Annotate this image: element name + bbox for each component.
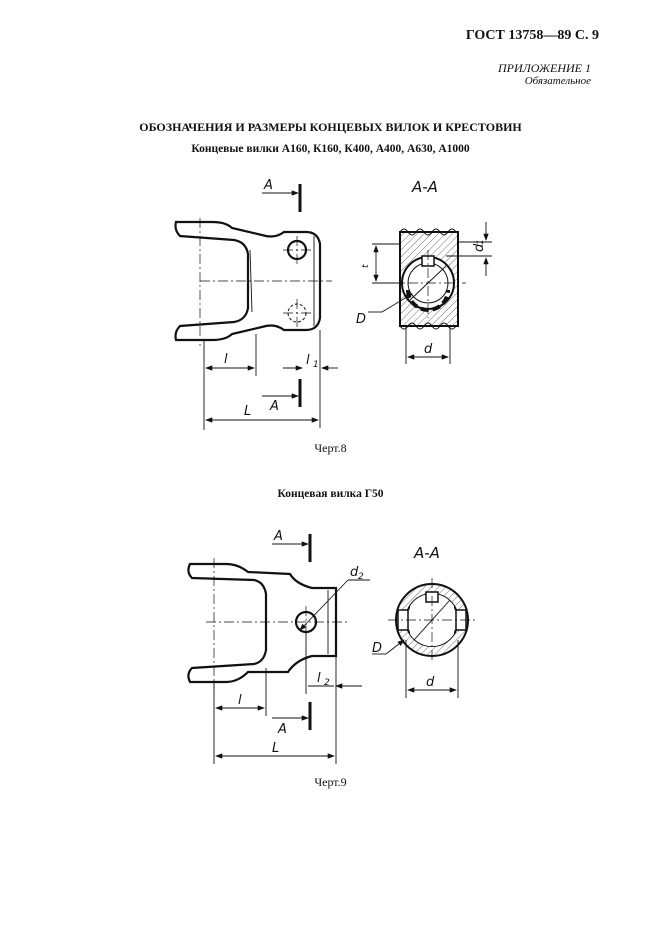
figure8-section-title: А-А <box>411 178 438 196</box>
figure9-drawing: d 2 А А l l 2 L А-А <box>187 529 476 764</box>
appendix-label: ПРИЛОЖЕНИЕ 1 <box>498 61 591 75</box>
figure8-dim-D: D <box>356 312 366 327</box>
figure8-dim-L: L <box>244 404 251 419</box>
figure9-section-title: А-А <box>413 544 440 562</box>
figure9-cut-label-top: А <box>273 529 283 544</box>
figure8-caption: Черт.8 <box>314 441 347 455</box>
figure8-cut-label-top: А <box>263 178 273 193</box>
figure9-fork-outline <box>187 562 338 684</box>
figure9-dim-L: L <box>272 741 279 756</box>
figure9-cut-label-bottom: А <box>277 722 287 737</box>
figure8-section-view <box>390 228 466 330</box>
figure9-dim-l2: l <box>317 671 321 686</box>
figure9-dim-d: d <box>426 675 435 690</box>
figure9-section-view <box>388 578 476 662</box>
standard-code: ГОСТ 13758—89 С. 9 <box>465 28 599 43</box>
figure9-dim-d2: d <box>350 565 359 580</box>
figure8-cut-label-bottom: А <box>269 399 279 414</box>
appendix-status: Обязательное <box>524 75 591 87</box>
figure8-drawing: А А l l 1 L А-А <box>174 178 492 430</box>
figure9-subtitle: Концевая вилка Г50 <box>277 488 384 500</box>
page-title: ОБОЗНАЧЕНИЯ И РАЗМЕРЫ КОНЦЕВЫХ ВИЛОК И К… <box>139 120 522 134</box>
appendix-block: ПРИЛОЖЕНИЕ 1 Обязательное <box>498 62 591 88</box>
figure8-dim-t: t <box>361 264 371 268</box>
figure9-dim-l2-sub: 2 <box>324 678 330 688</box>
figure8-dim-d: d <box>424 342 433 357</box>
figure8-fork-outline <box>174 220 322 342</box>
figure8-dim-l: l <box>224 352 228 367</box>
figure8-dim-l1: l <box>306 353 310 368</box>
figure8-dim-d1-sub: 1 <box>476 239 486 245</box>
figure8-dim-d1: d <box>472 243 487 252</box>
figure9-dim-D: D <box>372 641 382 656</box>
figure9-dim-d2-sub: 2 <box>358 572 364 582</box>
figure9-dim-l: l <box>238 693 242 708</box>
figure8-dim-l1-sub: 1 <box>313 360 319 370</box>
figure9-caption: Черт.9 <box>314 775 347 789</box>
figure8-subtitle: Концевые вилки А160, К160, К400, А400, А… <box>191 143 470 155</box>
